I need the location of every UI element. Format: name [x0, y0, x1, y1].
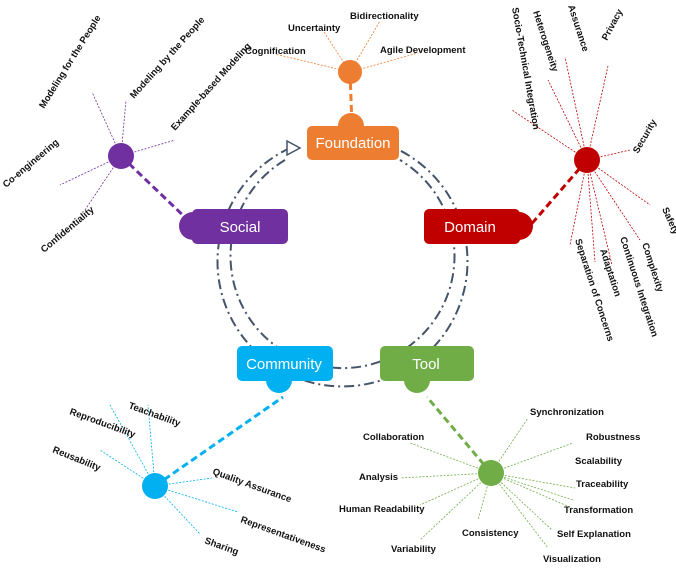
community-item-reproducibility: Reproducibility	[68, 406, 137, 440]
community-spoke	[154, 485, 239, 513]
tool-spoke	[490, 472, 573, 509]
tool-spoke	[399, 472, 492, 479]
tool-item-visualization: Visualization	[543, 554, 601, 565]
tool-item-scalability: Scalability	[575, 456, 623, 467]
community-item-representativeness: Representativeness	[239, 514, 327, 555]
social-item-modeling-for-the-people: Modeling for the People	[37, 13, 103, 110]
social-connector	[119, 154, 192, 224]
tool-hub-dot	[478, 460, 504, 486]
foundation-item-bidirectionality: Bidirectionality	[350, 11, 419, 22]
tool-box[interactable]: Tool	[380, 346, 474, 393]
community-box[interactable]: Community	[237, 346, 333, 393]
domain-item-privacy: Privacy	[600, 7, 626, 43]
foundation-hub: Cognification Uncertainty Bidirectionality…	[245, 11, 466, 127]
domain-spoke	[586, 159, 596, 263]
social-item-confidentiality: Confidentiality	[39, 204, 97, 255]
tool-spoke	[419, 472, 492, 541]
tool-item-human-readability: Human Readability	[339, 504, 425, 515]
tool-item-synchronization: Synchronization	[530, 407, 604, 418]
community-item-quality-assurance: Quality Assurance	[211, 466, 293, 505]
social-label: Social	[220, 219, 261, 236]
foundation-spoke	[349, 20, 381, 73]
tool-item-self-explanation: Self Explanation	[557, 529, 631, 540]
domain-item-adaptation: Adaptation	[597, 248, 623, 299]
social-spoke	[120, 139, 176, 157]
community-label: Community	[246, 356, 322, 373]
tool-item-robustness: Robustness	[586, 432, 640, 443]
domain-connector	[526, 159, 589, 229]
tool-connector	[425, 396, 493, 474]
domain-spoke	[569, 159, 588, 246]
social-spoke	[120, 99, 127, 157]
domain-spoke	[586, 159, 641, 241]
tool-item-analysis: Analysis	[359, 472, 398, 483]
social-item-example-based-modeling: Example-based Modeling	[169, 41, 254, 133]
domain-box[interactable]: Domain	[424, 209, 533, 244]
foundation-item-agile-development: Agile Development	[380, 45, 466, 56]
social-hub-dot	[108, 143, 134, 169]
foundation-spoke	[274, 53, 351, 73]
domain-hub: Socio-Technical IntegrationHeterogeneity…	[509, 4, 676, 343]
domain-item-assurance: Assurance	[565, 4, 590, 54]
tool-spoke	[490, 472, 574, 501]
domain-item-heterogeneity: Heterogeneity	[530, 10, 560, 74]
community-spoke	[147, 404, 156, 487]
cycle-arrowhead-icon	[286, 139, 302, 157]
domain-label: Domain	[444, 219, 496, 236]
domain-hub-dot	[574, 147, 600, 173]
community-item-sharing: Sharing	[203, 535, 240, 557]
community-hub: TeachabilityReproducibilityReusabilityQu…	[51, 395, 327, 558]
tool-spoke	[490, 472, 576, 489]
foundation-item-uncertainty: Uncertainty	[288, 23, 341, 34]
tool-spoke	[409, 442, 492, 474]
tool-item-collaboration: Collaboration	[363, 432, 424, 443]
domain-item-safety: Safety	[659, 206, 676, 237]
tool-item-transformation: Transformation	[564, 505, 633, 516]
tool-label: Tool	[412, 356, 440, 373]
social-box[interactable]: Social	[179, 209, 288, 244]
domain-spoke	[586, 159, 651, 206]
domain-item-security: Security	[631, 117, 660, 156]
community-spoke	[109, 404, 156, 487]
domain-spoke	[564, 56, 588, 161]
community-hub-dot	[142, 473, 168, 499]
social-item-modeling-by-the-people: Modeling by the People	[128, 15, 207, 101]
tool-spoke	[419, 472, 492, 506]
social-item-co-engineering: Co-engineering	[1, 137, 62, 190]
foundation-item-cognification: Cognification	[245, 46, 306, 57]
domain-spoke	[547, 79, 588, 161]
tool-item-traceability: Traceability	[576, 479, 629, 490]
tool-spoke	[490, 442, 574, 474]
community-item-teachability: Teachability	[127, 400, 182, 429]
community-connector	[154, 395, 284, 488]
foundation-hub-dot	[338, 60, 362, 84]
tool-item-consistency: Consistency	[462, 528, 519, 539]
foundation-label: Foundation	[315, 135, 390, 152]
domain-spoke	[586, 159, 613, 266]
domain-spoke	[511, 109, 588, 161]
community-spoke	[154, 477, 213, 487]
tool-spoke	[490, 472, 549, 549]
domain-spoke	[586, 65, 609, 161]
community-item-reusability: Reusability	[51, 445, 103, 474]
tool-item-variability: Variability	[391, 544, 437, 555]
foundation-box[interactable]: Foundation	[307, 113, 399, 160]
